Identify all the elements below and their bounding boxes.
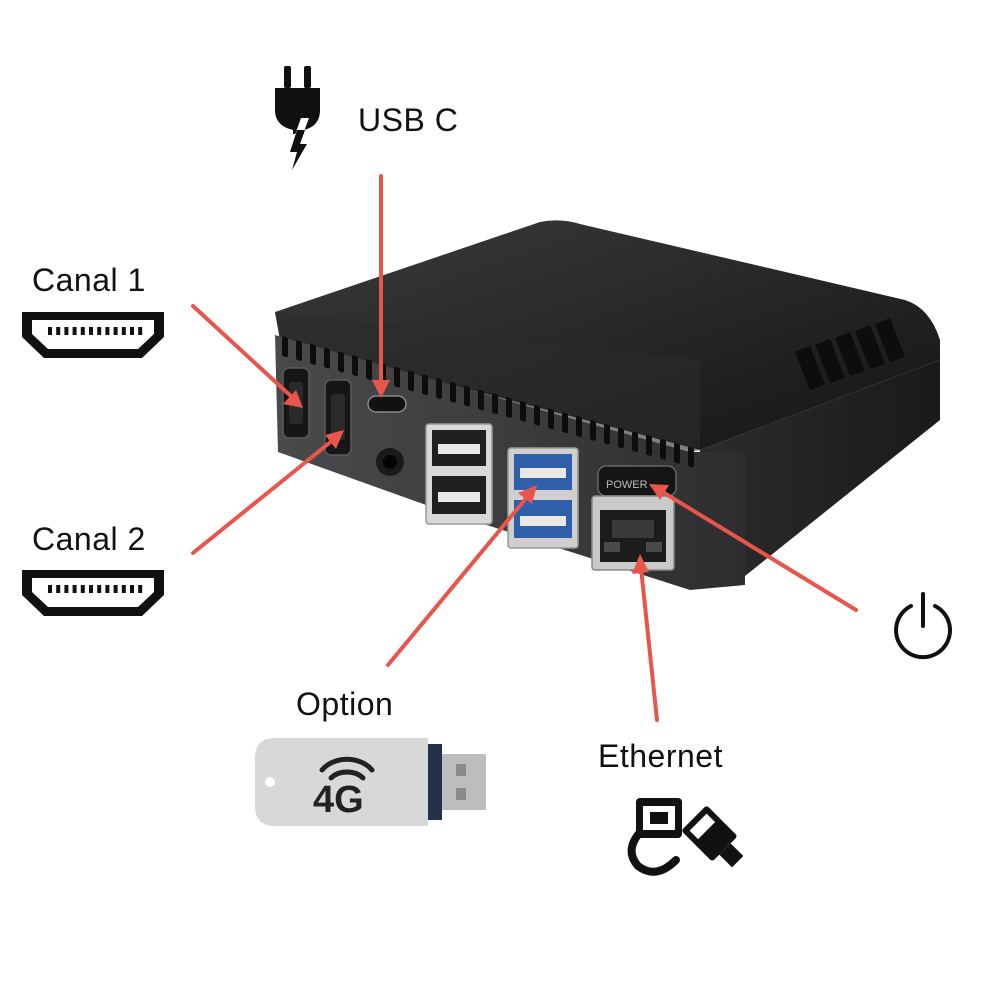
plug-icon bbox=[275, 66, 320, 170]
arrow-option bbox=[386, 485, 537, 667]
label-canal-1: Canal 1 bbox=[32, 262, 146, 298]
power-symbol-icon bbox=[894, 592, 952, 660]
arrow-power bbox=[649, 484, 858, 612]
label-option: Option bbox=[296, 686, 394, 722]
audio-jack bbox=[376, 448, 404, 476]
arrow-canal-1 bbox=[191, 304, 303, 408]
hdmi-port-icon bbox=[22, 570, 164, 616]
arrow-usb-c bbox=[372, 174, 390, 398]
device-case: POWER bbox=[275, 220, 940, 590]
side-vents bbox=[795, 318, 905, 390]
dongle-badge: 4G bbox=[313, 779, 364, 821]
power-button-text: POWER bbox=[606, 479, 648, 491]
usb2-ports bbox=[425, 423, 493, 525]
label-usb-c: USB C bbox=[358, 102, 459, 138]
arrows bbox=[191, 174, 858, 722]
arrow-canal-2 bbox=[191, 430, 344, 555]
usb-c-port bbox=[367, 395, 407, 413]
usb-4g-dongle-icon: 4G bbox=[255, 738, 486, 826]
label-ethernet: Ethernet bbox=[598, 738, 723, 774]
case-side bbox=[690, 360, 940, 580]
case-top bbox=[275, 220, 940, 450]
hdmi-port-icon bbox=[22, 312, 164, 358]
usb3-ports bbox=[507, 447, 579, 549]
arrow-ethernet bbox=[632, 554, 659, 722]
ethernet-port bbox=[591, 495, 675, 571]
front-vents bbox=[282, 336, 694, 468]
label-canal-2: Canal 2 bbox=[32, 521, 146, 557]
ethernet-cable-icon bbox=[627, 798, 744, 876]
